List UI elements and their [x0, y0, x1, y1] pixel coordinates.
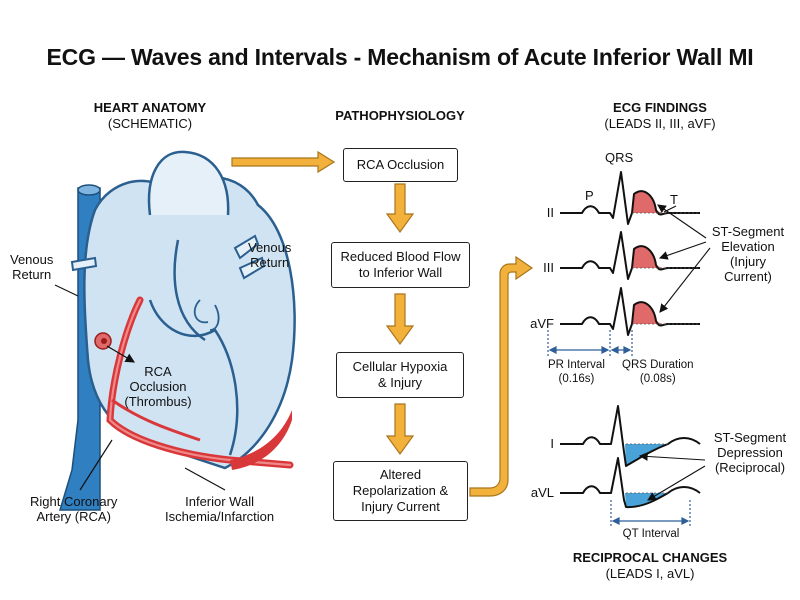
- ecg-trace-ii: [560, 171, 700, 225]
- label-st-elevation: ST-Segment Elevation (Injury Current): [711, 224, 785, 284]
- callout-elevation-ii: [657, 204, 707, 239]
- flow-step-altered-repolarization: Altered Repolarization & Injury Current: [333, 461, 468, 521]
- anatomy-heading: HEART ANATOMY (SCHEMATIC): [40, 100, 260, 132]
- ecg-trace-avl: [560, 457, 701, 509]
- interval-markers: [547, 330, 691, 528]
- septum: [173, 239, 206, 342]
- label-qrs: QRS: [605, 150, 634, 165]
- pulmonary-vein-upper: [233, 234, 260, 260]
- label-venous-return-right: Venous Return: [248, 240, 292, 270]
- flow-arrows: [231, 150, 534, 497]
- pr-interval-arrow-right: [601, 346, 610, 354]
- label-qt-interval: QT Interval: [622, 528, 680, 540]
- st-depression-fill-avl: [625, 493, 668, 507]
- page-title: ECG — Waves and Intervals - Mechanism of…: [46, 44, 754, 70]
- qt-interval-arrow-left: [611, 517, 620, 525]
- flow-step-reduced-blood-flow: Reduced Blood Flow to Inferior Wall: [331, 242, 470, 288]
- pr-interval-name: PR Interval: [548, 359, 605, 371]
- pr-interval-arrow-left: [548, 346, 557, 354]
- ecg-trace-i: [560, 405, 701, 467]
- flow-step-rca-occlusion: RCA Occlusion: [343, 148, 458, 182]
- qrs-duration-value: (0.08s): [639, 373, 676, 385]
- qrs-duration-arrow-right: [623, 346, 632, 354]
- thrombus-core: [101, 338, 107, 344]
- st-elevation-fill-avf: [632, 302, 662, 324]
- callout-elevation-iii: [658, 241, 707, 260]
- reciprocal-heading: RECIPROCAL CHANGES (LEADS I, aVL): [540, 550, 760, 582]
- anatomy-subtitle: (SCHEMATIC): [107, 116, 193, 131]
- lead-label-iii: III: [543, 260, 554, 275]
- label-pr-interval: PR Interval (0.16s): [548, 358, 605, 386]
- pulmonary-vein-lower: [238, 256, 266, 280]
- anatomy-title: HEART ANATOMY: [93, 100, 207, 115]
- aorta: [147, 150, 230, 216]
- qrs-duration-arrow-left: [610, 346, 619, 354]
- arrow-flow-to-ecg: [469, 255, 534, 497]
- label-p-wave: P: [585, 188, 594, 203]
- ecg-trace-iii: [560, 231, 700, 280]
- label-venous-return-left: Venous Return: [10, 252, 54, 282]
- pr-interval-value: (0.16s): [558, 373, 595, 385]
- callout-elevation-avf: [659, 247, 711, 313]
- ecg-subtitle: (LEADS II, III, aVF): [604, 116, 716, 131]
- chamber-wall: [148, 299, 239, 456]
- label-t-wave: T: [670, 192, 678, 207]
- patho-title: PATHOPHYSIOLOGY: [335, 108, 465, 123]
- label-st-depression: ST-Segment Depression (Reciprocal): [713, 430, 787, 475]
- arrow-step3-to-step4: [385, 403, 415, 456]
- arrow-step2-to-step3: [385, 293, 415, 346]
- qt-interval-arrow-right: [681, 517, 690, 525]
- callout-depression-i: [638, 452, 706, 461]
- heart-schematic: [54, 150, 296, 511]
- reciprocal-title: RECIPROCAL CHANGES: [572, 550, 728, 565]
- arrow-heart-to-flow: [231, 150, 336, 174]
- inferior-wall-band: [230, 410, 292, 470]
- leader-inferior-wall: [184, 467, 226, 491]
- ecg-title: ECG FINDINGS: [613, 100, 707, 115]
- label-inferior-wall: Inferior Wall Ischemia/Infarction: [165, 494, 275, 524]
- ecg-traces: [560, 171, 701, 509]
- flow-step-cellular-hypoxia: Cellular Hypoxia & Injury: [336, 352, 464, 398]
- lead-label-ii: II: [546, 205, 554, 220]
- label-qrs-duration: QRS Duration (0.08s): [622, 358, 694, 386]
- qrs-duration-name: QRS Duration: [622, 359, 694, 371]
- ecg-heading: ECG FINDINGS (LEADS II, III, aVF): [560, 100, 760, 132]
- label-right-coronary-artery: Right Coronary Artery (RCA): [30, 494, 118, 524]
- callout-t-wave: [663, 205, 677, 213]
- callout-depression-avl: [647, 465, 706, 501]
- valve-lines: [193, 299, 220, 331]
- st-elevation-fill-ii: [632, 191, 662, 213]
- patho-heading: PATHOPHYSIOLOGY: [290, 108, 510, 124]
- rca-branch: [111, 398, 201, 442]
- arrow-step1-to-step2: [385, 183, 415, 234]
- leader-venous-left: [54, 284, 79, 297]
- st-elevation-fill-iii: [632, 246, 662, 268]
- rca-vessel-inner: [108, 298, 292, 467]
- pulmonary-vein-left: [70, 256, 98, 272]
- vena-cava-top: [77, 184, 101, 196]
- lead-label-avf: aVF: [530, 316, 554, 331]
- ecg-trace-avf: [560, 287, 700, 336]
- leader-rca-occlusion: [106, 345, 136, 363]
- lead-label-i: I: [550, 436, 554, 451]
- leader-rca: [79, 439, 113, 491]
- callout-arrows: [638, 204, 711, 501]
- label-rca-occlusion: RCA Occlusion (Thrombus): [124, 364, 192, 409]
- lead-label-avl: aVL: [530, 485, 554, 500]
- reciprocal-subtitle: (LEADS I, aVL): [605, 566, 695, 581]
